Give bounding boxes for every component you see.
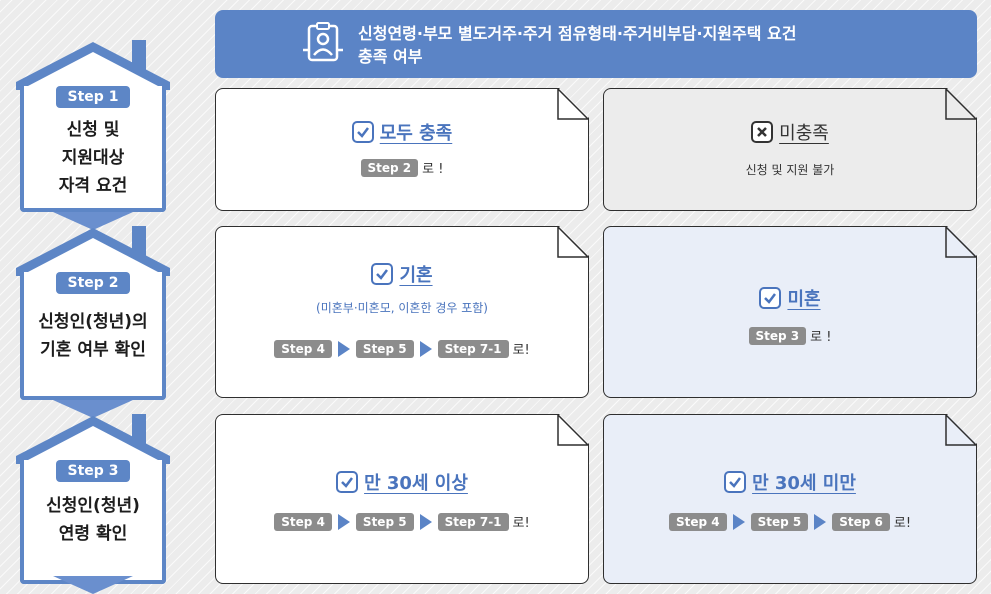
arrow-right-icon	[814, 514, 826, 530]
choice-label: 미충족	[779, 123, 829, 144]
sub-note: (미혼부·미혼모, 이혼한 경우 포함)	[316, 301, 488, 315]
check-icon	[352, 121, 374, 143]
down-arrow-icon	[53, 576, 133, 594]
step-tag: Step 4	[274, 340, 332, 358]
option-not-met: 미충족 신청 및 지원 불가	[603, 88, 977, 211]
step-tag: Step 5	[356, 340, 414, 358]
house-roof	[16, 226, 170, 276]
step-title: 신청인(청년)의 기혼 여부 확인	[38, 312, 148, 360]
page-fold	[944, 87, 978, 121]
step-label: Step 1	[55, 86, 131, 108]
step-tag: Step 3	[749, 327, 807, 345]
suffix-text: 로!	[512, 516, 530, 531]
page-fold	[944, 413, 978, 447]
down-arrow-icon	[53, 212, 133, 230]
step-tag: Step 4	[274, 513, 332, 531]
choice-label: 모두 충족	[379, 123, 453, 144]
x-mark-icon	[751, 121, 773, 143]
house-roof	[16, 40, 170, 90]
note-text: 신청 및 지원 불가	[745, 163, 835, 177]
step-tag: Step 4	[669, 513, 727, 531]
step-tag: Step 5	[356, 513, 414, 531]
choice-label: 기혼	[399, 265, 433, 286]
arrow-right-icon	[733, 514, 745, 530]
arrow-right-icon	[338, 514, 350, 530]
suffix-text: 로 !	[810, 330, 832, 345]
page-fold	[556, 87, 590, 121]
step-tag: Step 7-1	[438, 513, 509, 531]
step3-house: Step 3 신청인(청년) 연령 확인	[14, 412, 172, 594]
house-roof	[16, 414, 170, 464]
step-title: 신청인(청년) 연령 확인	[46, 496, 140, 544]
check-icon	[371, 263, 393, 285]
choice-label: 만 30세 이상	[364, 473, 468, 494]
page-fold	[556, 413, 590, 447]
step-label: Step 2	[55, 272, 131, 294]
header-title: 신청연령·부모 별도거주·주거 점유형태·주거비부담·지원주택 요건 충족 여부	[358, 24, 797, 66]
page-fold	[556, 225, 590, 259]
check-icon	[724, 471, 746, 493]
suffix-text: 로!	[893, 516, 912, 531]
step-tag: Step 2	[361, 159, 419, 177]
step-tag: Step 5	[751, 513, 809, 531]
step2-house: Step 2 신청인(청년)의 기혼 여부 확인	[14, 224, 172, 418]
step-title: 신청 및 지원대상 자격 요건	[58, 120, 128, 196]
arrow-right-icon	[420, 514, 432, 530]
step-label: Step 3	[55, 460, 131, 482]
arrow-right-icon	[338, 341, 350, 357]
step-tag: Step 7-1	[438, 340, 509, 358]
check-icon	[759, 287, 781, 309]
step-tag: Step 6	[832, 513, 890, 531]
down-arrow-icon	[53, 400, 133, 418]
person-document-icon	[303, 22, 343, 62]
suffix-text: 로!	[512, 343, 530, 358]
page-fold	[944, 225, 978, 259]
choice-label: 만 30세 미만	[752, 473, 856, 494]
suffix-text: 로 !	[422, 162, 444, 177]
requirements-header: 신청연령·부모 별도거주·주거 점유형태·주거비부담·지원주택 요건 충족 여부	[215, 10, 977, 78]
choice-label: 미혼	[787, 289, 821, 310]
step1-house: Step 1 신청 및 지원대상 자격 요건	[14, 38, 172, 230]
check-icon	[336, 471, 358, 493]
arrow-right-icon	[420, 341, 432, 357]
